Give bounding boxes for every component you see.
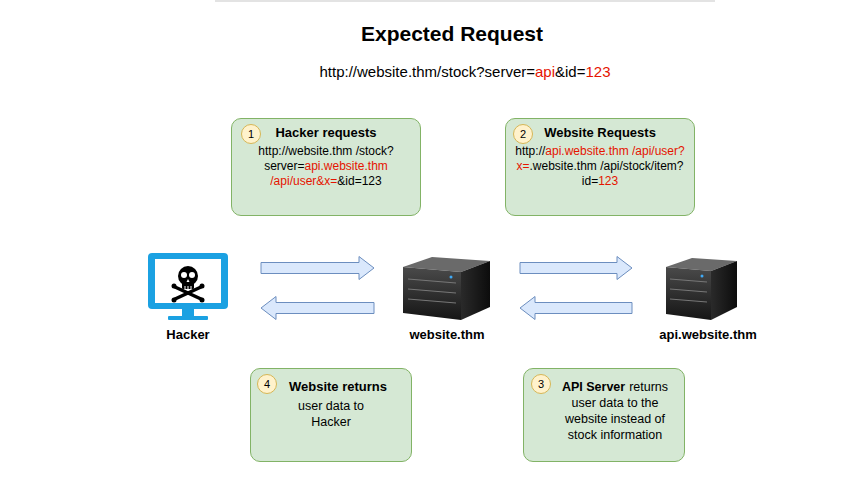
block-arrow bbox=[261, 257, 374, 280]
box-heading: Hacker requests bbox=[262, 125, 390, 141]
callout-number: 2 bbox=[520, 128, 526, 140]
box-body: http://website.thm /stock?server=api.web… bbox=[240, 144, 412, 189]
callout-box: API Serverreturns user data to the websi… bbox=[523, 368, 685, 462]
callout-number: 4 bbox=[264, 378, 270, 390]
callout-number: 1 bbox=[248, 128, 254, 140]
box-heading: API Server bbox=[562, 380, 625, 394]
box-heading: Website returns bbox=[281, 379, 395, 395]
web-server-icon bbox=[403, 257, 490, 320]
api-server: api.website.thm bbox=[650, 250, 766, 345]
block-arrow bbox=[520, 257, 632, 280]
callout-box: Hacker requests http://website.thm /stock… bbox=[231, 118, 421, 216]
step-number: 1 bbox=[241, 124, 261, 144]
api-server-icon bbox=[666, 258, 737, 320]
block-arrow bbox=[520, 297, 632, 320]
step-number: 3 bbox=[531, 374, 551, 394]
box-body: http://api.website.thm /api/user?x=.webs… bbox=[514, 144, 686, 189]
hacker-computer: Hacker bbox=[133, 250, 243, 345]
callout-box: Website Requests http://api.website.thm /… bbox=[505, 118, 695, 216]
block-arrow bbox=[261, 297, 374, 320]
node-label: api.website.thm bbox=[650, 327, 766, 343]
top-bar bbox=[215, 0, 715, 2]
box-body: user data to Hacker bbox=[286, 398, 376, 430]
box-heading: Website Requests bbox=[536, 125, 664, 141]
node-label: website.thm bbox=[392, 327, 502, 343]
callout-number: 3 bbox=[538, 378, 544, 390]
step-number: 2 bbox=[513, 124, 533, 144]
callout-box: Website returns user data to Hacker 4 bbox=[250, 368, 412, 462]
diagram-title: Expected Request bbox=[277, 21, 627, 47]
hacker-computer-icon bbox=[148, 253, 228, 320]
box-text: API Serverreturns user data to the websi… bbox=[532, 379, 676, 443]
step-number: 4 bbox=[257, 374, 277, 394]
request-url: http://website.thm/stock?server=api&id=1… bbox=[215, 62, 715, 81]
web-server: website.thm bbox=[392, 250, 502, 345]
node-label: Hacker bbox=[133, 327, 243, 343]
